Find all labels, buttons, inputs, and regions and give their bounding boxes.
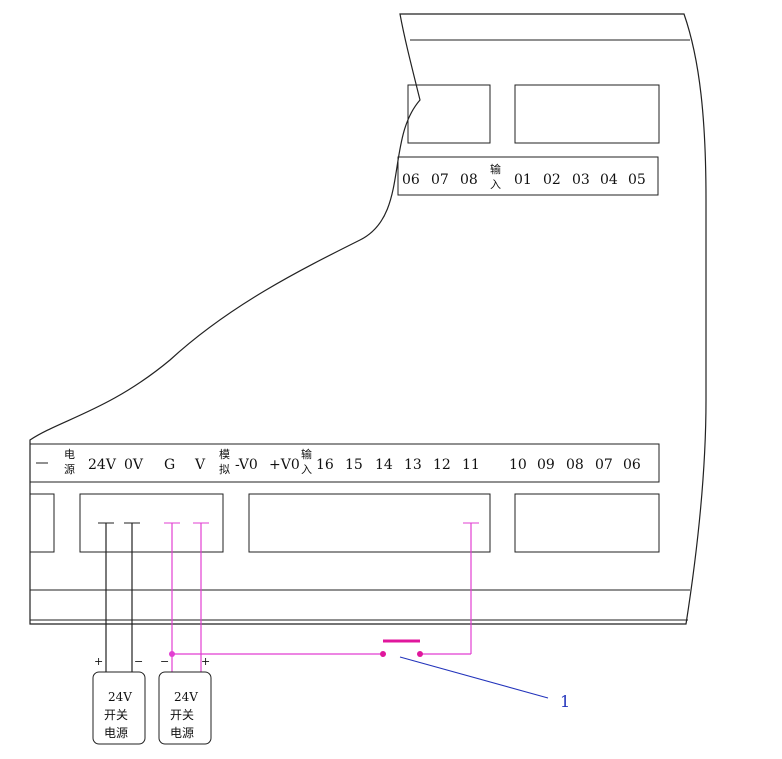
top-terminal-05: 05: [628, 172, 646, 188]
power-supply-1: [92, 671, 146, 745]
power-supply-2: [158, 671, 212, 745]
analog-label-2: 拟: [219, 462, 230, 476]
switch-contact-left: [380, 651, 386, 657]
input-label-2: 入: [301, 463, 312, 476]
bottom-terminal-strip: [29, 443, 660, 483]
top-terminal-02: 02: [543, 172, 561, 188]
power-label-2: 源: [64, 462, 75, 476]
bottom-window-edge: [29, 493, 55, 553]
psu2-line1: 24V: [174, 690, 198, 704]
terminal-11: 11: [462, 457, 480, 473]
top-terminal-strip: [397, 156, 659, 196]
terminal-07: 07: [595, 457, 613, 473]
bottom-window-3: [514, 493, 660, 553]
psu2-line2: 开关: [170, 708, 194, 722]
psu1-line2: 开关: [104, 708, 128, 722]
psu1-minus: −: [134, 655, 143, 668]
top-terminal-07: 07: [431, 172, 449, 188]
bottom-window-2: [248, 493, 491, 553]
terminal-06: 06: [623, 457, 641, 473]
top-terminal-06: 06: [402, 172, 420, 188]
top-input-label-2: 入: [490, 178, 501, 191]
terminal-24v: 24V: [88, 457, 117, 473]
psu1-line1: 24V: [108, 690, 132, 704]
housing-outline: [29, 13, 707, 625]
terminal-minus-v0: -V0: [235, 457, 258, 473]
top-terminal-03: 03: [572, 172, 590, 188]
psu2-plus: +: [201, 655, 210, 668]
psu2-minus: −: [160, 655, 169, 668]
power-label-1: 电: [64, 448, 75, 461]
top-input-label-1: 输: [490, 162, 501, 176]
wire-junction: [169, 651, 175, 657]
psu1-line3: 电源: [104, 726, 128, 740]
top-terminal-04: 04: [600, 172, 618, 188]
callout-leader: [399, 656, 549, 699]
terminal-13: 13: [404, 457, 422, 473]
terminal-09: 09: [537, 457, 555, 473]
terminal-plus-v0: +V0: [269, 457, 300, 473]
terminal-14: 14: [375, 457, 393, 473]
terminal-16: 16: [316, 457, 334, 473]
terminal-12: 12: [433, 457, 451, 473]
top-window-right: [514, 84, 660, 144]
psu1-plus: +: [94, 655, 103, 668]
terminal-15: 15: [345, 457, 363, 473]
terminal-0v: 0V: [124, 457, 144, 473]
analog-label-1: 模: [219, 448, 230, 461]
terminal-10: 10: [509, 457, 527, 473]
psu2-line3: 电源: [170, 726, 194, 740]
switch-contact-right: [417, 651, 423, 657]
terminal-g: G: [164, 457, 175, 473]
terminal-08: 08: [566, 457, 584, 473]
top-window-left: [407, 84, 491, 144]
input-label-1: 输: [301, 447, 312, 461]
top-terminal-08: 08: [460, 172, 478, 188]
terminal-v: V: [194, 457, 206, 473]
top-terminal-01: 01: [514, 172, 532, 188]
callout-number: 1: [560, 692, 570, 711]
bottom-window-1: [79, 493, 224, 553]
